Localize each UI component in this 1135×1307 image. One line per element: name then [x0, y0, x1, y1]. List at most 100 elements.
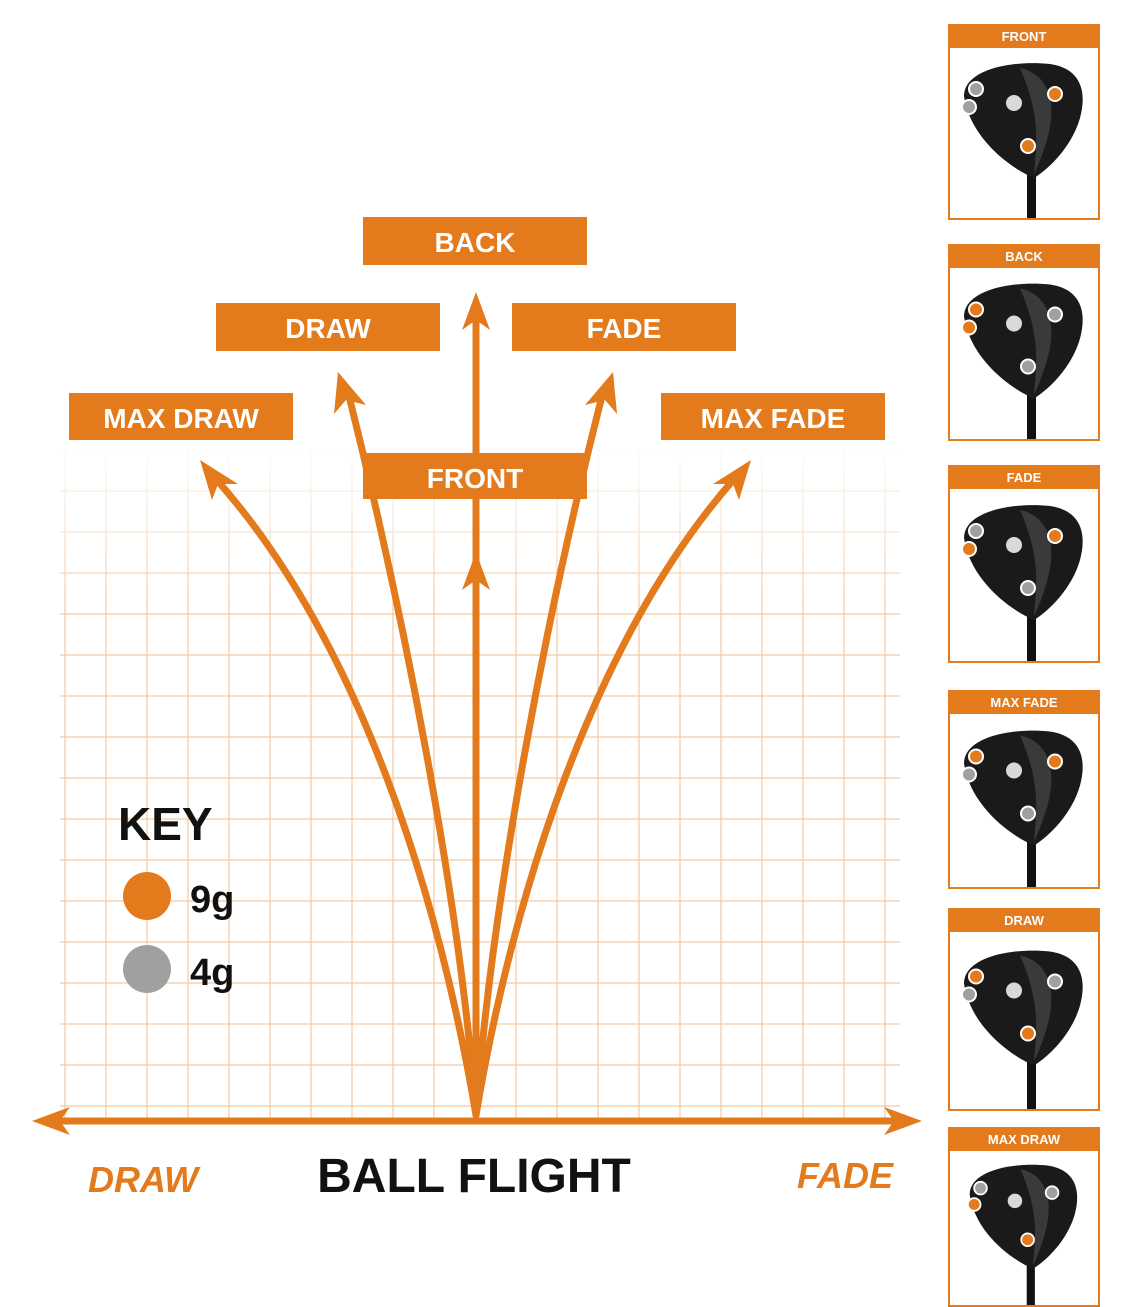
weight-right-4g — [1044, 1185, 1060, 1200]
club-shaft — [1027, 835, 1036, 887]
club-panel-title: FADE — [950, 467, 1098, 489]
weight-bottom-9g — [1020, 1232, 1035, 1248]
label-back-text: BACK — [435, 227, 516, 258]
weight-bottom-9g — [1020, 1025, 1036, 1042]
arrowhead-front — [462, 552, 490, 590]
ball-flight-diagram: BACK DRAW FADE MAX DRAW MAX FADE FRONT K… — [32, 217, 922, 1203]
club-head — [969, 1164, 1078, 1269]
club-head-sheen — [1020, 1169, 1049, 1266]
weight-bottom-4g — [1020, 805, 1036, 822]
key-title: KEY — [118, 798, 213, 850]
weight-right-4g — [1047, 306, 1063, 323]
club-head-image — [961, 283, 1083, 439]
arrowhead-max-draw — [200, 460, 238, 500]
path-max-draw — [211, 474, 480, 1119]
club-shaft — [1027, 388, 1036, 439]
club-head — [964, 63, 1083, 178]
label-fade: FADE — [512, 303, 736, 351]
label-front-text: FRONT — [427, 463, 523, 494]
club-shaft — [1027, 168, 1036, 218]
weight-top-left-9g — [968, 301, 984, 318]
weight-left-4g — [961, 99, 977, 115]
key: KEY 9g 4g — [118, 798, 234, 994]
label-draw-text: DRAW — [285, 313, 371, 344]
club-head — [964, 950, 1083, 1066]
weight-left-4g — [961, 766, 977, 783]
arrowheads — [200, 292, 751, 590]
weight-top-left-9g — [968, 748, 984, 765]
club-logo — [1007, 1193, 1023, 1209]
key-label-9g: 9g — [190, 879, 234, 921]
club-head — [964, 730, 1083, 846]
axis-label-draw: DRAW — [88, 1159, 201, 1200]
club-panel: FRONT — [948, 24, 1100, 220]
axis-label-fade: FADE — [797, 1155, 894, 1196]
key-label-4g: 4g — [190, 952, 234, 994]
path-max-fade — [472, 474, 739, 1119]
weight-bottom-4g — [1020, 358, 1036, 375]
ball-flight-axis — [32, 1107, 922, 1135]
grid-fade-overlay — [60, 440, 900, 1120]
club-head-image — [961, 730, 1083, 887]
club-head-sheen — [1020, 68, 1052, 174]
weight-right-9g — [1047, 753, 1063, 770]
weight-right-4g — [1047, 973, 1063, 990]
arrowhead-fade — [585, 372, 617, 414]
club-logo — [1006, 537, 1022, 553]
arrowhead-max-fade — [713, 460, 751, 500]
club-logo — [1006, 762, 1022, 779]
club-panel: FADE — [948, 465, 1100, 663]
weight-top-left-4g — [968, 523, 984, 539]
club-head-image — [961, 505, 1083, 661]
weight-left-9g — [966, 1197, 982, 1212]
weight-bottom-9g — [1020, 138, 1036, 154]
club-panel-title: BACK — [950, 246, 1098, 268]
club-head — [964, 505, 1083, 620]
club-shaft — [1027, 610, 1036, 661]
weight-top-left-4g — [973, 1180, 988, 1196]
ball-flight-title: BALL FLIGHT — [317, 1150, 631, 1203]
club-shaft — [1026, 1259, 1035, 1305]
key-swatch-4g — [123, 945, 171, 993]
arrowhead-back — [462, 292, 490, 330]
label-max-draw-text: MAX DRAW — [103, 403, 259, 434]
label-max-fade: MAX FADE — [661, 393, 885, 440]
weight-top-left-4g — [968, 81, 984, 97]
club-logo — [1006, 315, 1022, 332]
club-panel: BACK — [948, 244, 1100, 441]
club-panel-title: MAX DRAW — [950, 1129, 1098, 1151]
club-head-image — [961, 950, 1083, 1109]
club-panel: DRAW — [948, 908, 1100, 1111]
label-back: BACK — [363, 217, 587, 265]
club-head-sheen — [1020, 735, 1052, 842]
weight-bottom-4g — [1020, 580, 1036, 596]
weight-left-9g — [961, 319, 977, 336]
club-head-image — [961, 63, 1083, 218]
label-draw: DRAW — [216, 303, 440, 351]
label-front: FRONT — [363, 453, 587, 499]
axis-arrowhead-right — [884, 1107, 922, 1135]
club-head-image — [966, 1164, 1078, 1305]
weight-left-9g — [961, 541, 977, 557]
club-panel-title: FRONT — [950, 26, 1098, 48]
weight-top-left-9g — [968, 968, 984, 985]
key-swatch-9g — [123, 872, 171, 920]
label-max-draw: MAX DRAW — [69, 393, 293, 440]
club-panel-title: DRAW — [950, 910, 1098, 932]
club-panel: MAX DRAW — [948, 1127, 1100, 1307]
weight-right-9g — [1047, 528, 1063, 544]
club-panel: MAX FADE — [948, 690, 1100, 889]
club-logo — [1006, 982, 1022, 999]
club-head-sheen — [1020, 288, 1052, 395]
axis-arrowhead-left — [32, 1107, 70, 1135]
weight-right-9g — [1047, 86, 1063, 102]
weight-left-4g — [961, 986, 977, 1003]
label-fade-text: FADE — [587, 313, 662, 344]
club-head-sheen — [1020, 955, 1052, 1062]
club-panel-title: MAX FADE — [950, 692, 1098, 714]
club-logo — [1006, 95, 1022, 111]
club-head-sheen — [1020, 510, 1052, 616]
arrowhead-draw — [334, 372, 366, 414]
club-head — [964, 283, 1083, 399]
label-max-fade-text: MAX FADE — [701, 403, 846, 434]
